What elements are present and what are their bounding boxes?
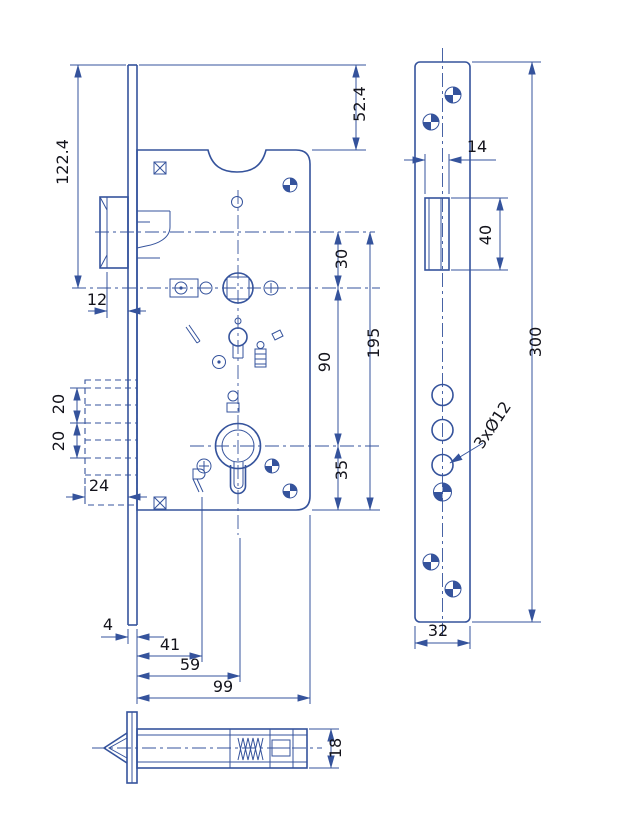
latch-bolt bbox=[99, 196, 171, 269]
screw-top-right bbox=[282, 177, 298, 193]
holes-callout: 3xØ12 bbox=[449, 398, 515, 464]
dim-32: 32 bbox=[414, 621, 471, 649]
dim-14-label: 14 bbox=[467, 137, 487, 156]
holes-callout-label: 3xØ12 bbox=[470, 398, 515, 452]
lock-case-outline bbox=[136, 149, 311, 511]
dim-195-label: 195 bbox=[364, 328, 383, 359]
dim-35: 35 bbox=[312, 445, 380, 511]
faceplate-screw-1 bbox=[444, 86, 462, 104]
corner-screw-bottom-left bbox=[153, 496, 167, 510]
dim-99: 99 bbox=[136, 515, 311, 704]
dim-122-4-label: 122.4 bbox=[53, 139, 72, 185]
bolt-holes bbox=[431, 383, 454, 477]
faceplate-screw-5 bbox=[433, 482, 452, 502]
follower-hub bbox=[169, 272, 279, 304]
dim-52-4-label: 52.4 bbox=[350, 86, 369, 122]
dim-30: 30 bbox=[332, 231, 351, 289]
spring-detail bbox=[185, 324, 201, 344]
dim-32-label: 32 bbox=[428, 621, 448, 640]
section-latch-nose bbox=[102, 732, 128, 764]
main-view: 122.4 52.4 12 30 90 35 195 bbox=[49, 64, 383, 704]
corner-screw-top-left bbox=[153, 161, 167, 175]
dim-24: 24 bbox=[66, 476, 147, 503]
dim-300: 300 bbox=[472, 61, 545, 623]
dim-12: 12 bbox=[87, 272, 146, 318]
faceplate-view: 14 40 3xØ12 300 32 bbox=[404, 48, 545, 649]
faceplate-outline bbox=[414, 61, 471, 623]
key-guide bbox=[228, 317, 248, 359]
cylinder-hole bbox=[196, 422, 280, 495]
latch-window bbox=[424, 197, 450, 271]
dim-99-label: 99 bbox=[213, 677, 233, 696]
dim-40: 40 bbox=[451, 197, 508, 271]
dim-18: 18 bbox=[309, 728, 345, 769]
lever-part bbox=[192, 468, 206, 493]
top-hole bbox=[231, 196, 243, 208]
faceplate-screw-3 bbox=[422, 553, 440, 571]
section-view: 18 bbox=[92, 711, 345, 784]
dim-20-lower: 20 bbox=[49, 422, 81, 459]
stop-part bbox=[226, 390, 240, 413]
dim-20-lower-label: 20 bbox=[49, 431, 68, 451]
dim-12-label: 12 bbox=[87, 290, 107, 309]
dim-90-label: 90 bbox=[315, 352, 334, 372]
dim-24-label: 24 bbox=[89, 476, 109, 495]
dim-4: 4 bbox=[101, 615, 164, 704]
dim-41: 41 bbox=[136, 497, 203, 662]
deadbolt-hidden bbox=[84, 379, 138, 506]
dim-40-label: 40 bbox=[476, 225, 495, 245]
dim-122-4: 122.4 bbox=[53, 64, 126, 289]
dim-59-label: 59 bbox=[180, 655, 200, 674]
screw-part bbox=[254, 329, 284, 368]
dim-20-upper-label: 20 bbox=[49, 394, 68, 414]
section-body bbox=[136, 728, 308, 769]
pivot-pin bbox=[212, 355, 226, 369]
dim-195: 195 bbox=[364, 231, 383, 511]
dim-30-label: 30 bbox=[332, 249, 351, 269]
dim-41-label: 41 bbox=[160, 635, 180, 654]
dim-52-4: 52.4 bbox=[139, 64, 369, 151]
dim-59: 59 bbox=[136, 538, 241, 682]
screw-bottom-right bbox=[282, 483, 298, 499]
dim-18-label: 18 bbox=[326, 738, 345, 758]
dim-35-label: 35 bbox=[332, 460, 351, 480]
dim-4-label: 4 bbox=[103, 615, 113, 634]
dim-90: 90 bbox=[315, 287, 342, 447]
dim-14: 14 bbox=[404, 137, 496, 194]
faceplate-screw-2 bbox=[422, 113, 440, 131]
faceplate-edge bbox=[127, 64, 138, 626]
dim-300-label: 300 bbox=[526, 327, 545, 358]
faceplate-screw-4 bbox=[444, 580, 462, 598]
section-spring bbox=[229, 729, 294, 768]
